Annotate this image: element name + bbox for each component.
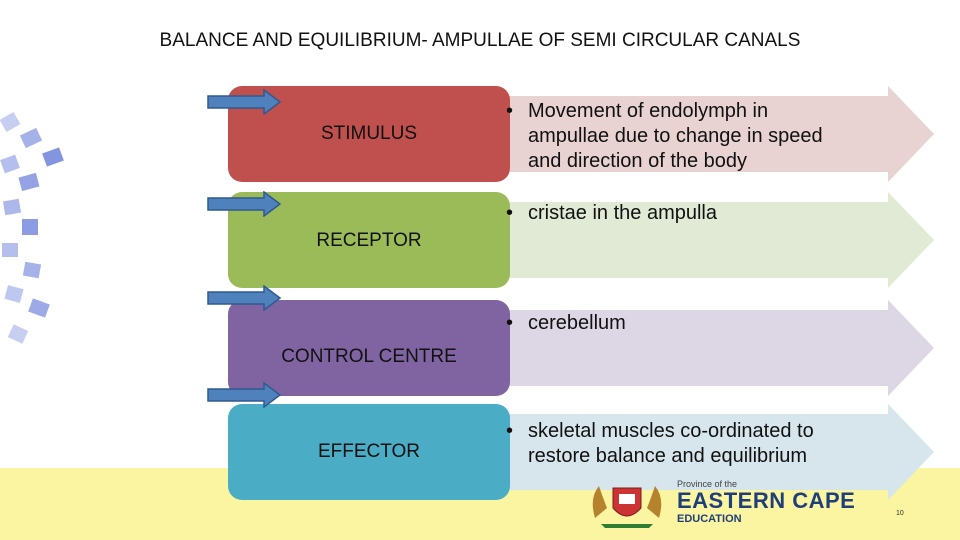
stage-label: STIMULUS: [320, 123, 418, 144]
description-line: skeletal muscles co-ordinated to: [528, 420, 814, 442]
right-arrow-icon: [207, 382, 282, 408]
stage-label: CONTROL CENTRE: [281, 346, 457, 367]
stage-box-effector: EFFECTOR: [228, 404, 510, 500]
right-arrow-icon: [207, 285, 282, 311]
stage-description: • Movement of endolymph in ampullae due …: [506, 99, 906, 174]
chevron-arrow-background: [488, 86, 934, 182]
description-line: ampullae due to change in speed: [528, 125, 823, 147]
description-line: restore balance and equilibrium: [528, 445, 808, 467]
flow-row-effector: EFFECTOR • skeletal muscles co-ordinated…: [228, 404, 938, 500]
stage-description: • cristae in the ampulla: [506, 201, 906, 226]
eastern-cape-education-logo: Province of the EASTERN CAPE EDUCATION: [585, 478, 895, 530]
stage-box-control-centre: CONTROL CENTRE: [228, 300, 510, 396]
logo-education-text: EDUCATION: [677, 513, 742, 525]
description-line: Movement of endolymph in: [528, 100, 769, 122]
bullet: •: [506, 202, 514, 224]
flow-row-control-centre: CONTROL CENTRE • cerebellum: [228, 300, 938, 396]
slide-title: BALANCE AND EQUILIBRIUM- AMPULLAE OF SEM…: [159, 30, 801, 51]
bullet: •: [506, 420, 514, 442]
description-line: cerebellum: [528, 312, 626, 334]
description-line: cristae in the ampulla: [528, 202, 717, 224]
decorative-circle-segments: [0, 111, 64, 344]
stage-description: • skeletal muscles co-ordinated to resto…: [506, 419, 906, 469]
bullet: •: [506, 312, 514, 334]
logo-province-text: Province of the: [677, 479, 738, 489]
coat-of-arms-icon: [592, 486, 662, 528]
stage-label: RECEPTOR: [316, 230, 422, 251]
flow-row-receptor: RECEPTOR • cristae in the ampulla: [228, 192, 938, 288]
bullet: •: [506, 100, 514, 122]
chevron-arrow-background: [488, 300, 934, 396]
chevron-arrow-background: [488, 404, 934, 500]
page-number: 10: [896, 510, 904, 517]
stage-description: • cerebellum: [506, 311, 906, 336]
description-line: and direction of the body: [528, 150, 748, 172]
logo-eastern-cape-text: EASTERN CAPE: [677, 488, 856, 513]
right-arrow-icon: [207, 89, 282, 115]
right-arrow-icon: [207, 191, 282, 217]
chevron-arrow-background: [488, 192, 934, 288]
stage-label: EFFECTOR: [317, 441, 421, 462]
flow-row-stimulus: STIMULUS • Movement of endolymph in ampu…: [228, 86, 938, 182]
